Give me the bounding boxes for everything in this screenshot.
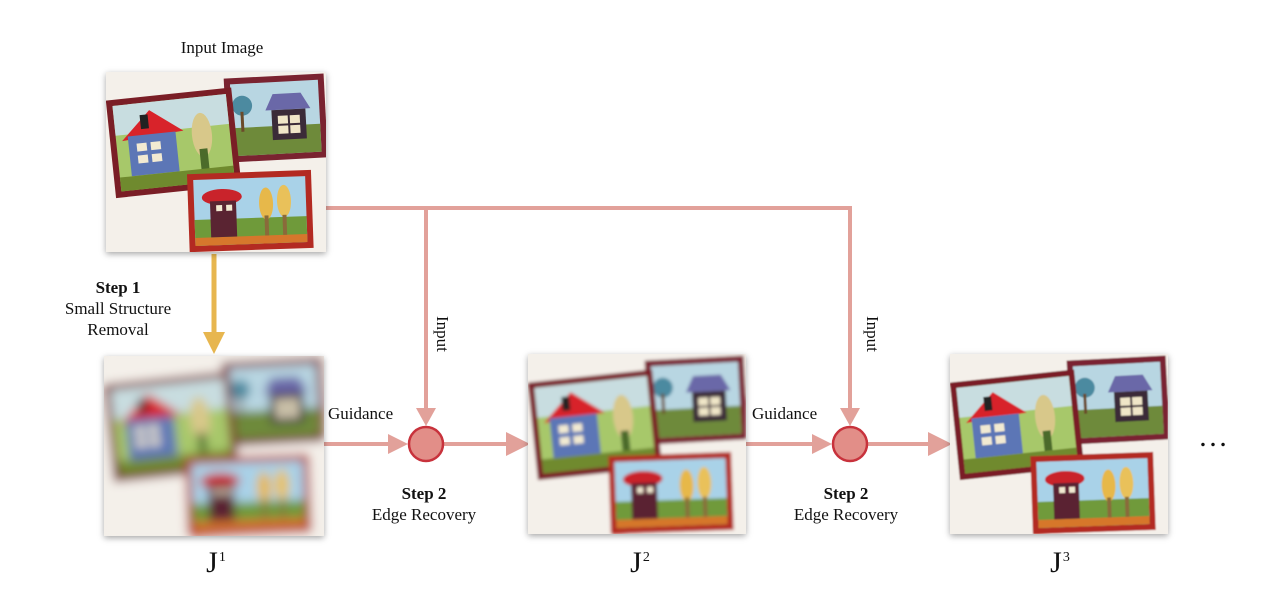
- step2-title-1: Step 2: [401, 484, 447, 503]
- input-arrowhead-1: [416, 408, 436, 426]
- output-image-j2: [528, 354, 746, 534]
- edge-recovery-node-1: [407, 425, 445, 463]
- guidance-label-1: Guidance: [328, 404, 394, 423]
- output-label-j3-base: J: [1050, 546, 1062, 579]
- step1-line1: Small Structure: [64, 299, 172, 318]
- input-arrowhead-2: [840, 408, 860, 426]
- step2-title-2: Step 2: [823, 484, 869, 503]
- output-label-j2-base: J: [630, 546, 642, 579]
- output-label-j3: J3: [1050, 546, 1070, 581]
- step1-arrowhead: [203, 332, 225, 354]
- input-label-1: Input: [433, 316, 452, 352]
- step1-title: Step 1: [95, 278, 141, 297]
- step1-line2: Removal: [87, 320, 149, 339]
- output-label-j1-base: J: [206, 546, 218, 579]
- guidance-label-2: Guidance: [752, 404, 818, 423]
- output-label-j1-sup: 1: [218, 550, 226, 565]
- edge-recovery-node-2: [831, 425, 869, 463]
- output-arrowhead-1: [506, 432, 530, 456]
- guidance-arrowhead-2: [812, 434, 832, 454]
- continuation-ellipsis: …: [1198, 420, 1234, 453]
- input-image-title: Input Image: [180, 38, 264, 57]
- step2-subtitle-2: Edge Recovery: [793, 505, 899, 524]
- input-feed-line: [326, 206, 852, 408]
- output-image-j3: [950, 354, 1168, 534]
- step2-subtitle-1: Edge Recovery: [371, 505, 477, 524]
- output-image-j1: [104, 356, 324, 536]
- output-label-j1: J1: [206, 546, 226, 581]
- output-label-j2: J2: [630, 546, 650, 581]
- output-label-j3-sup: 3: [1062, 550, 1070, 565]
- input-image: [106, 72, 326, 252]
- output-label-j2-sup: 2: [642, 550, 650, 565]
- output-arrowhead-2: [928, 432, 952, 456]
- input-label-2: Input: [863, 316, 882, 352]
- guidance-arrowhead-1: [388, 434, 408, 454]
